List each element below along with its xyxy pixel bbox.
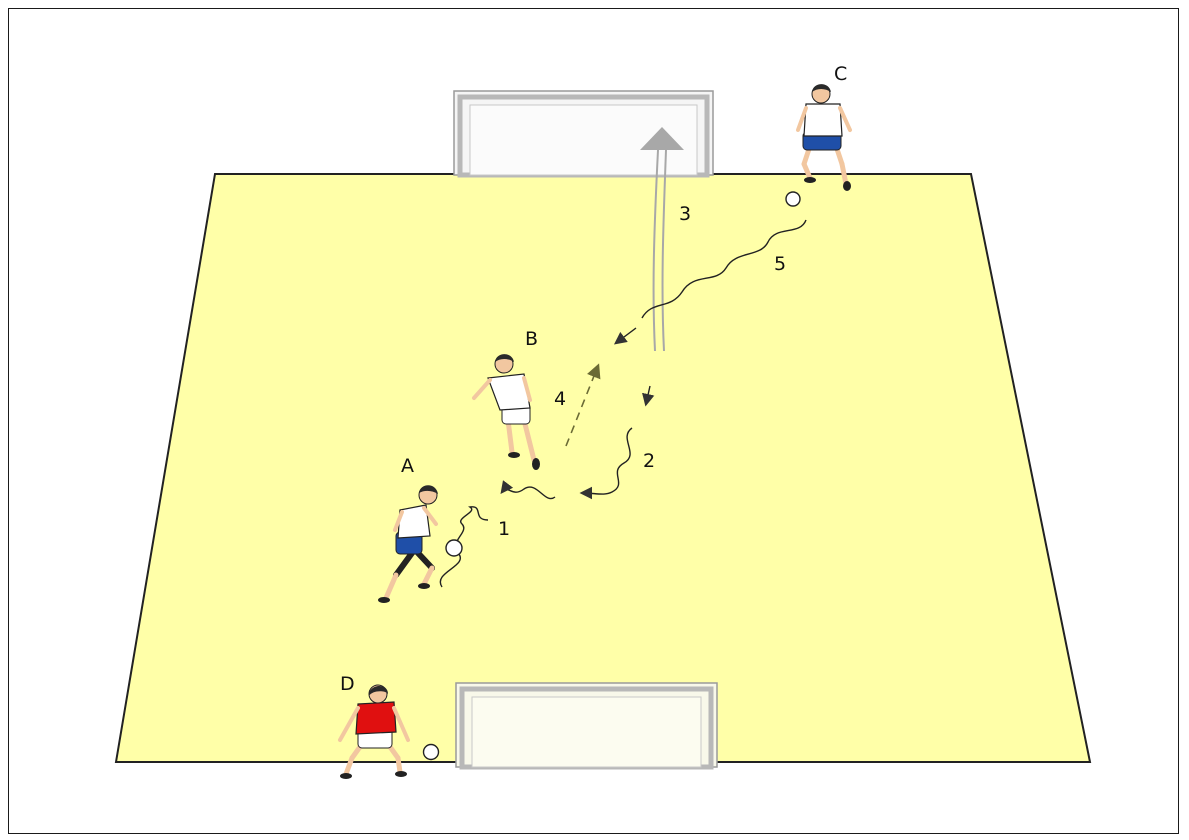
label-move-2: 2 bbox=[643, 450, 655, 472]
label-move-5: 5 bbox=[774, 253, 786, 275]
label-player-b: B bbox=[525, 328, 538, 350]
bottom-goal bbox=[456, 683, 717, 767]
ball-a bbox=[446, 540, 462, 556]
label-move-1: 1 bbox=[498, 518, 510, 540]
ball-d bbox=[424, 745, 439, 760]
label-move-4: 4 bbox=[554, 388, 566, 410]
ball-c bbox=[786, 192, 800, 206]
label-player-a: A bbox=[401, 455, 414, 477]
label-player-d: D bbox=[340, 673, 355, 695]
label-player-c: C bbox=[834, 63, 847, 85]
pitch-surface bbox=[116, 174, 1090, 762]
top-goal bbox=[454, 91, 713, 175]
label-move-3: 3 bbox=[679, 203, 691, 225]
